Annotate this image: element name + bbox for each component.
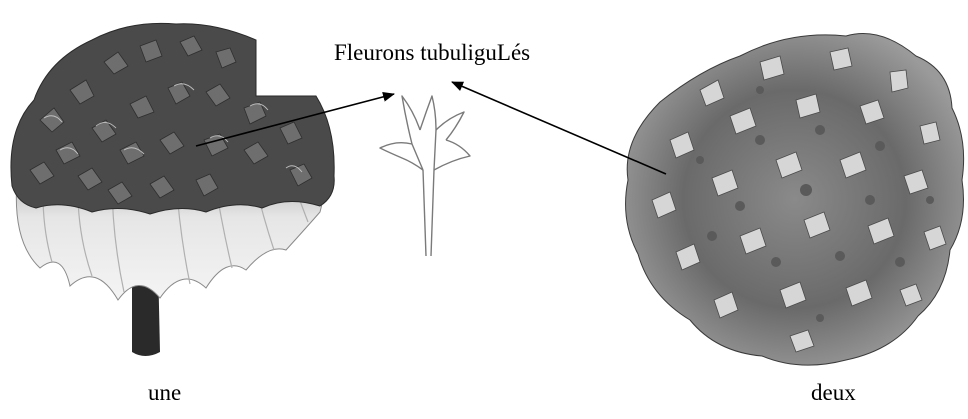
arrow-from-flower-b xyxy=(452,82,666,174)
flower-b-head xyxy=(626,34,964,366)
flower-b-label: deux xyxy=(811,380,856,406)
diagram-title: Fleurons tubuliguLés xyxy=(334,40,530,66)
flower-b-illustration xyxy=(626,34,964,366)
flower-a-illustration xyxy=(11,23,334,356)
flower-a-label: une xyxy=(148,380,181,406)
floret-drawing xyxy=(380,96,470,256)
